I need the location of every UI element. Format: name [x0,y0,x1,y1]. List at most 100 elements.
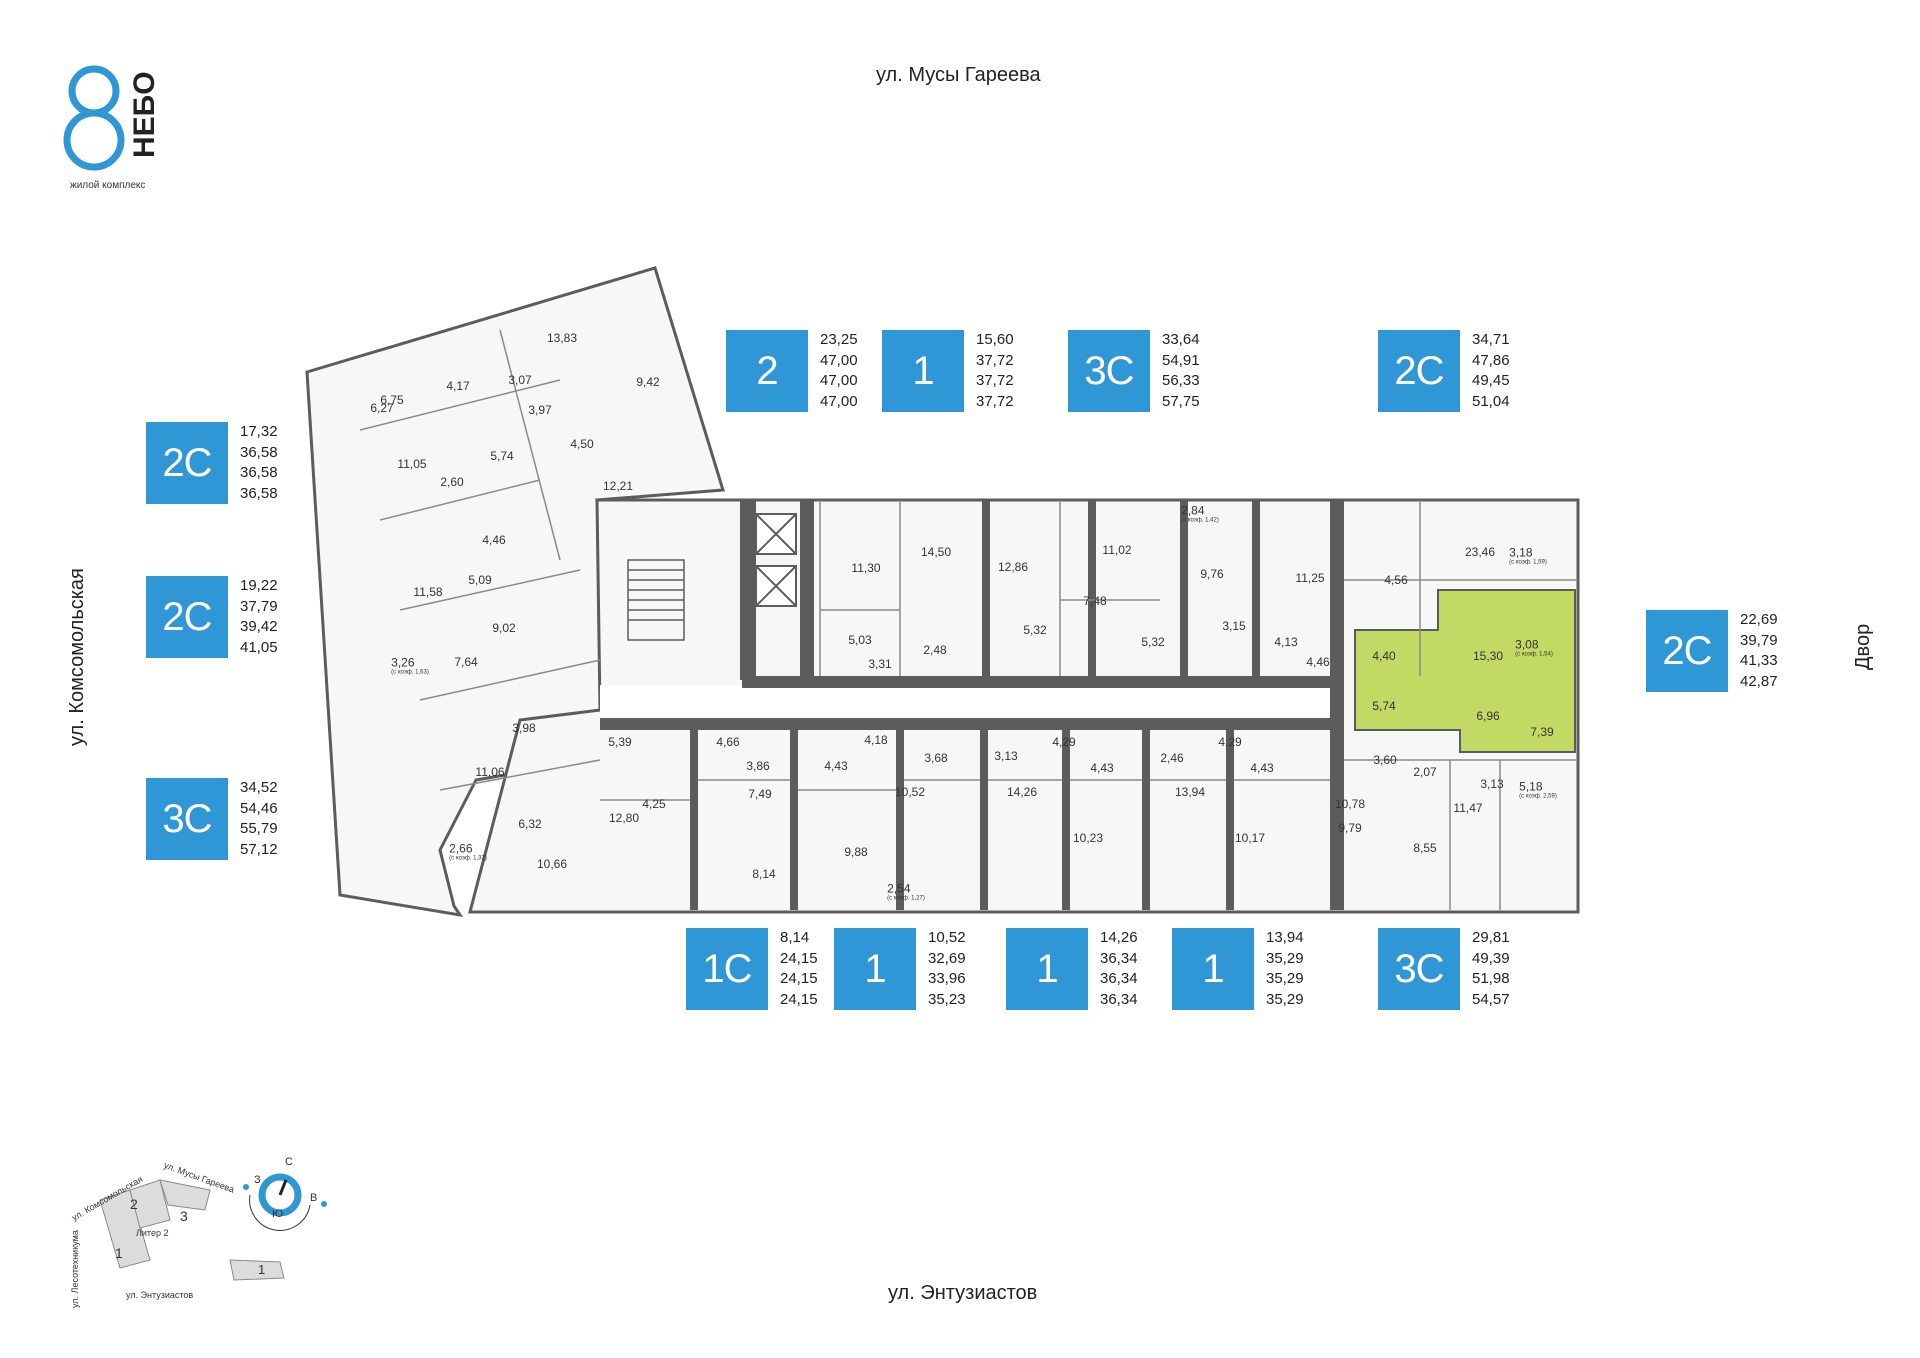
area-coefficient-note: (с коэф. 1,54) [1515,651,1553,658]
room-area-value: 9,42 [636,375,660,389]
room-area-label: 9,42 [636,375,659,389]
room-area-label: 11,47 [1453,801,1482,815]
room-area-label: 3,97 [528,403,551,417]
apartment-type: 1С [686,928,768,1010]
room-area-value: 3,31 [868,657,892,671]
room-area-value: 4,46 [482,533,506,547]
room-area-label: 5,32 [1023,623,1046,637]
room-area-label: 2,60 [440,475,463,489]
area-balcony-half: 47,00 [820,372,858,389]
room-area-label: 13,83 [547,331,577,345]
room-area-label: 3,60 [1373,753,1396,767]
street-top: ул. Мусы Гареева [876,64,1041,86]
room-area-value: 9,88 [844,845,868,859]
keymap-street-entuziastov: ул. Энтузиастов [126,1290,194,1300]
room-area-label: 5,74 [490,449,513,463]
apartment-type: 1 [1172,928,1254,1010]
room-area-label: 4,43 [1250,761,1273,775]
area-coefficient-note: (с коэф. 1,33) [449,855,487,862]
room-area-value: 3,13 [994,749,1018,763]
room-area-value: 3,13 [1480,777,1504,791]
room-area-label: 3,13 [1480,777,1503,791]
room-area-value: 5,09 [468,573,492,587]
room-area-value: 13,94 [1174,785,1206,799]
room-area-label: 10,78 [1335,797,1365,811]
room-area-label: 5,32 [1141,635,1164,649]
room-area-value: 4,66 [716,735,740,749]
room-area-value: 2,48 [923,643,947,657]
room-area-value: 3,18 [1509,545,1533,560]
room-area-label: 2,07 [1413,765,1436,779]
room-area-value: 4,29 [1218,735,1242,749]
street-bottom: ул. Энтузиастов [888,1282,1038,1304]
room-area-value: 2,07 [1413,765,1437,779]
room-area-label: 4,66 [716,735,739,749]
room-area-value: 3,08 [1515,637,1539,652]
room-area-value: 15,30 [1472,649,1504,663]
logo-subtitle: жилой комплекс [70,180,146,191]
room-area-label: 4,50 [570,437,593,451]
room-area-value: 7,48 [1083,594,1107,608]
room-area-label: 3,15 [1222,619,1245,633]
room-area-label: 4,13 [1274,635,1297,649]
room-area-value: 9,76 [1200,567,1224,581]
room-area-label: 13,94 [1175,785,1205,799]
area-full: 47,00 [820,392,858,410]
staircase [627,559,685,641]
room-area-value: 6,75 [380,393,404,407]
logo-eight-icon [63,65,125,171]
room-area-value: 3,86 [746,759,770,773]
room-area-value: 5,32 [1141,635,1165,649]
room-area-value: 3,98 [512,721,536,735]
room-area-label: 6,27 [370,401,393,415]
keymap-section-label-3: 3 [180,1208,188,1224]
keymap-street-lesotekhnikuma: ул. Лесотехникума [70,1230,80,1308]
room-area-value: 5,74 [490,449,514,463]
room-area-label: 11,58 [413,585,442,599]
keymap-section-label-2: 2 [130,1196,138,1212]
room-area-value: 4,40 [1372,649,1396,663]
room-area-value: 5,18 [1519,779,1543,794]
area-coefficient-note: (с коэф. 1,42) [1181,517,1219,524]
corridor-wall-top [742,676,1330,688]
room-area-label: 2,46 [1160,751,1183,765]
room-area-value: 2,60 [440,475,464,489]
room-area-value: 11,25 [1295,571,1325,585]
room-area-label: 11,30 [851,561,880,575]
room-area-label: 12,80 [609,811,639,825]
lift-wall [800,500,814,680]
room-area-value: 12,86 [997,560,1029,574]
room-area-value: 4,18 [864,733,888,747]
room-area-value: 3,07 [508,373,532,387]
room-area-value: 14,26 [1006,785,1038,799]
room-area-label: 11,05 [397,457,426,471]
room-area-value: 4,43 [1250,761,1274,775]
compass-east: В [310,1192,318,1204]
room-area-label: 4,40 [1372,649,1395,663]
room-area-value: 10,78 [1334,797,1366,811]
room-area-value: 14,50 [920,545,952,559]
room-area-label: 2,66(с коэф. 1,33) [449,842,487,863]
compass-south: Ю [272,1208,284,1220]
room-area-label: 2,84(с коэф. 1,42) [1181,504,1219,525]
apartment-type: 2С [1378,330,1460,412]
room-area-value: 4,43 [824,759,848,773]
room-area-label: 3,86 [746,759,769,773]
room-area-label: 12,86 [998,560,1028,574]
apartment-type: 3С [146,778,228,860]
keymap-litera: Литер 2 [136,1228,169,1238]
room-area-label: 5,18(с коэф. 2,59) [1519,780,1557,801]
room-area-label: 4,29 [1052,735,1075,749]
room-area-label: 7,64 [454,655,477,669]
room-area-label: 7,39 [1530,725,1553,739]
apartment-type: 2 [726,330,808,412]
